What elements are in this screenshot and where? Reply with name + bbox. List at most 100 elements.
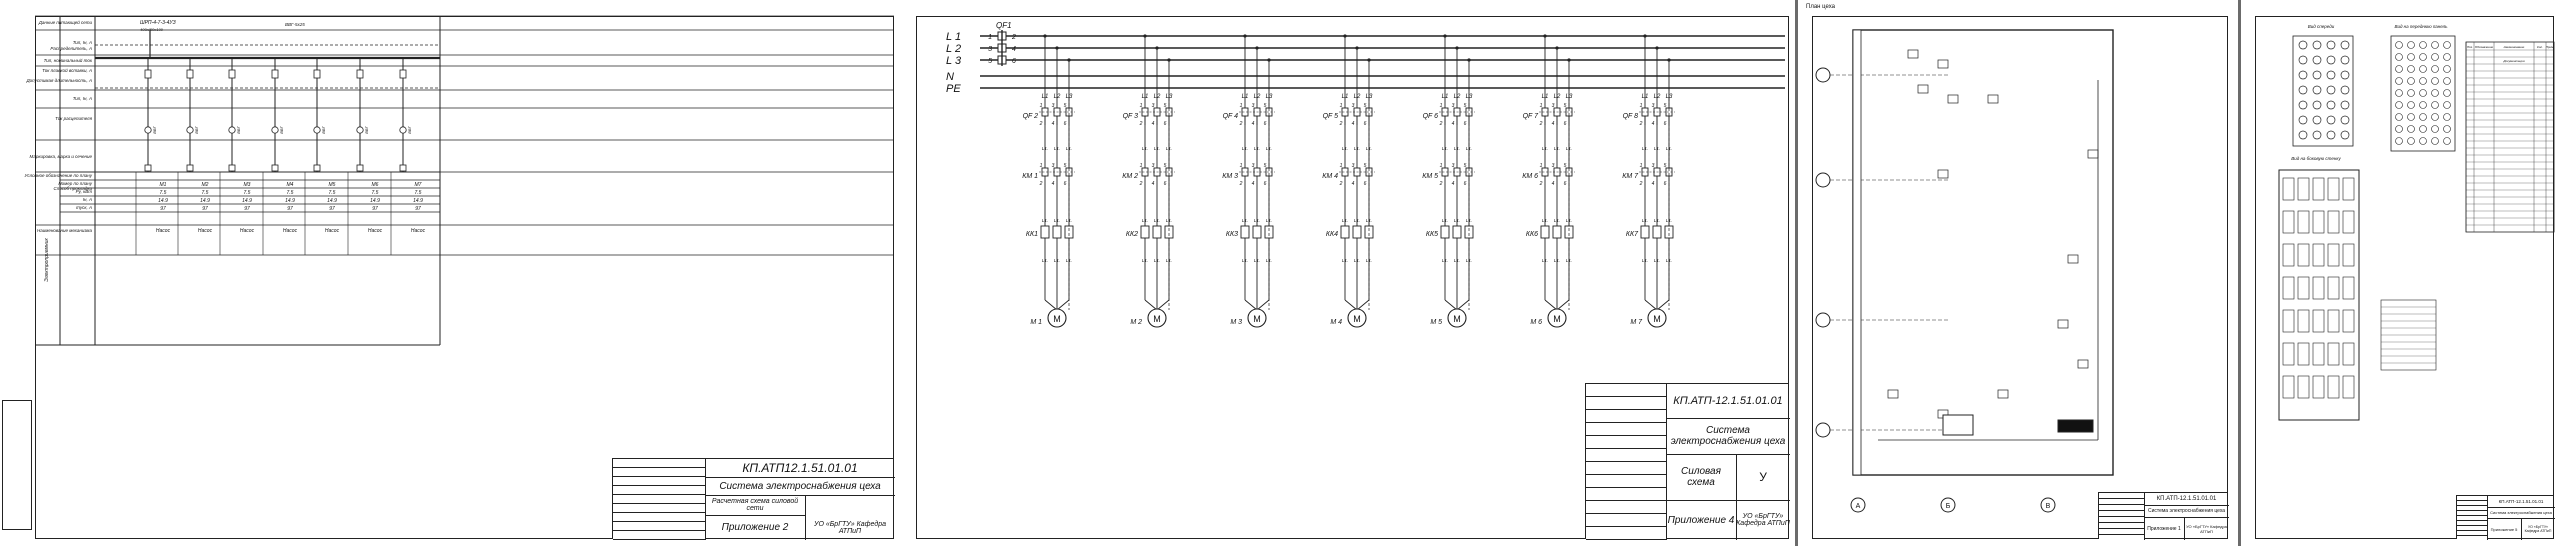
sheet2-bus-node — [1543, 34, 1547, 38]
sheet4-panel-device — [2395, 65, 2403, 73]
sheet2-pin-number: 3 — [1052, 103, 1055, 109]
sheet1-row-label: Маркировка, марка и сечение — [30, 154, 93, 159]
sheet4-breaker-module — [2327, 210, 2340, 234]
sheet4-panel-device — [2419, 53, 2427, 61]
sheet-shop-plan: План цеха АБВГ КП.АТП-12.1.51.01.01 Сист… — [1798, 0, 2238, 546]
sheet2-pin-number: 4 — [1452, 121, 1455, 127]
sheet-power-scheme: L 1L 2L 3NPEQF1123456L1L2L31212L1.L1.L1.… — [900, 0, 1795, 546]
sheet1-current-value: 14.9 — [158, 198, 168, 204]
sheet4-panel-device — [2431, 65, 2439, 73]
sheet2-pin-number: 2 — [1639, 181, 1643, 187]
sheet4-indicator — [2326, 130, 2336, 140]
sheet2-motor-lead — [1456, 299, 1470, 311]
sheet2-pin-number: 1 — [1340, 103, 1343, 109]
sheet1-plan-number: М4 — [287, 182, 294, 188]
sheet2-pin-number: 1 — [1040, 163, 1043, 169]
sheet2-motor-lead — [1044, 299, 1058, 311]
sheet2-relay-element — [1464, 225, 1474, 239]
sheet1-row-label: Тип, Iн, А — [73, 96, 92, 101]
sheet2-wire-label: L1. — [1254, 218, 1260, 223]
sheet1-title-block: КП.АТП12.1.51.01.01 Система электроснабж… — [612, 458, 895, 540]
sheet1-revision-grid — [613, 459, 706, 540]
sheet2-bus-node — [1355, 46, 1359, 50]
sheet1-row-label: Условное обозначение по плану — [25, 173, 93, 178]
sheet1-current-value: 14.9 — [370, 198, 380, 204]
sheet2-motor-lead — [1544, 299, 1558, 311]
sheet2-wire-label: L1. — [1654, 218, 1660, 223]
sheet2-contactor-label: КМ 4 — [1322, 173, 1338, 180]
sheet2-motor-lead — [1056, 299, 1070, 311]
sheet4-panel-device — [2407, 65, 2415, 73]
sheet2-motor-lead — [1656, 299, 1670, 311]
sheet2-pin-number: 5 — [1464, 103, 1467, 109]
sheet2-pin-number: 1 — [1240, 163, 1243, 169]
sheet2-bus-label: L 2 — [946, 43, 961, 55]
sheet2-wire-label: L1. — [1254, 258, 1260, 263]
sheet4-indicator — [2326, 70, 2336, 80]
sheet4-indicator — [2340, 130, 2350, 140]
sheet2-motor-symbol: M — [1053, 314, 1061, 324]
sheet2-motor-lead — [1356, 299, 1370, 311]
sheet4-front-panel — [2292, 35, 2354, 147]
sheet4-revision-grid — [2457, 496, 2488, 540]
sheet2-contactor-label: КМ 1 — [1022, 173, 1038, 180]
sheet3-equipment — [2087, 149, 2099, 159]
sheet2-doc-appendix: Приложение 4 — [1666, 500, 1737, 540]
sheet4-indicator — [2326, 85, 2336, 95]
sheet1-doc-org: УО «БрГТУ» Кафедра АТПиП — [813, 520, 887, 535]
sheet1-breaker-symbol — [228, 69, 236, 79]
sheet4-indicator — [2312, 100, 2322, 110]
sheet2-pin-number: 2 — [1339, 121, 1343, 127]
sheet2-pin-number: 5 — [1664, 103, 1667, 109]
sheet1-cable-label: ВВГ — [279, 125, 284, 133]
sheet2-bus-label: L 3 — [946, 55, 962, 67]
sheet1-breaker-symbol — [313, 69, 321, 79]
sheet2-pin-number: 5 — [1564, 163, 1567, 169]
sheet2-relay-element — [1352, 225, 1362, 239]
sheet2-wire-label: L1. — [1354, 258, 1360, 263]
sheet2-pin-number: 6 — [1164, 181, 1167, 187]
sheet1-row-label: Ток расцепителя — [55, 116, 92, 121]
sheet4-panel-device — [2407, 77, 2415, 85]
sheet2-wire-label: L1. — [1242, 218, 1248, 223]
sheet4-panel-device — [2419, 113, 2427, 121]
sheet3-revision-grid — [2099, 493, 2145, 540]
sheet2-relay-element — [1640, 225, 1650, 239]
sheet1-cable-label: ВВГ — [236, 125, 241, 133]
sheet2-pin-number: 2 — [1139, 181, 1143, 187]
sheet1-start-current: 97 — [329, 206, 335, 212]
sheet3-axis-marker — [2040, 497, 2056, 513]
sheet1-current-value: 14.9 — [413, 198, 423, 204]
sheet1-start-current: 97 — [287, 206, 293, 212]
sheet2-motor-label: М 3 — [1230, 319, 1242, 326]
sheet3-doc-title: Система электроснабжения цеха — [2144, 505, 2229, 518]
sheet4-indicator — [2312, 55, 2322, 65]
sheet4-indicator — [2340, 115, 2350, 125]
sheet1-machine-name: Насос — [411, 228, 426, 234]
sheet2-pin-number: 5 — [1064, 163, 1067, 169]
sheet3-equipment — [1937, 169, 1949, 179]
sheet2-pin-number: 3 — [1352, 103, 1355, 109]
sheet2-pin-number: 4 — [1052, 121, 1055, 127]
sheet2-motor-label: М 5 — [1430, 319, 1442, 326]
sheet2-pin-number: 5 — [1264, 163, 1267, 169]
sheet2-pin-number: 5 — [1364, 103, 1367, 109]
sheet1-cable-label: ВВГ — [194, 125, 199, 133]
sheet2-motor-label: М 4 — [1330, 319, 1342, 326]
sheet2-pin-number: 3 — [1152, 163, 1155, 169]
sheet2-wire-label: L1. — [1142, 218, 1148, 223]
sheet1-power-value: 7.5 — [372, 190, 379, 196]
sheet2-pin-number: 4 — [1152, 181, 1155, 187]
sheet1-plan-number: М6 — [372, 182, 379, 188]
sheet4-indicator — [2340, 40, 2350, 50]
sheet2-breaker-label: QF 3 — [1123, 113, 1139, 120]
sheet2-relay-element — [1664, 225, 1674, 239]
sheet2-pin-number: 2 — [1039, 121, 1043, 127]
sheet1-motor-box — [399, 164, 407, 172]
sheet2-pin-number: 4 — [1352, 181, 1355, 187]
sheet3-distribution-board — [2057, 419, 2094, 433]
sheet2-pin-number: 4 — [1652, 121, 1655, 127]
sheet3-transformer — [1942, 414, 1974, 436]
sheet4-panel-device — [2431, 125, 2439, 133]
sheet3-header: План цеха — [1806, 4, 1835, 10]
